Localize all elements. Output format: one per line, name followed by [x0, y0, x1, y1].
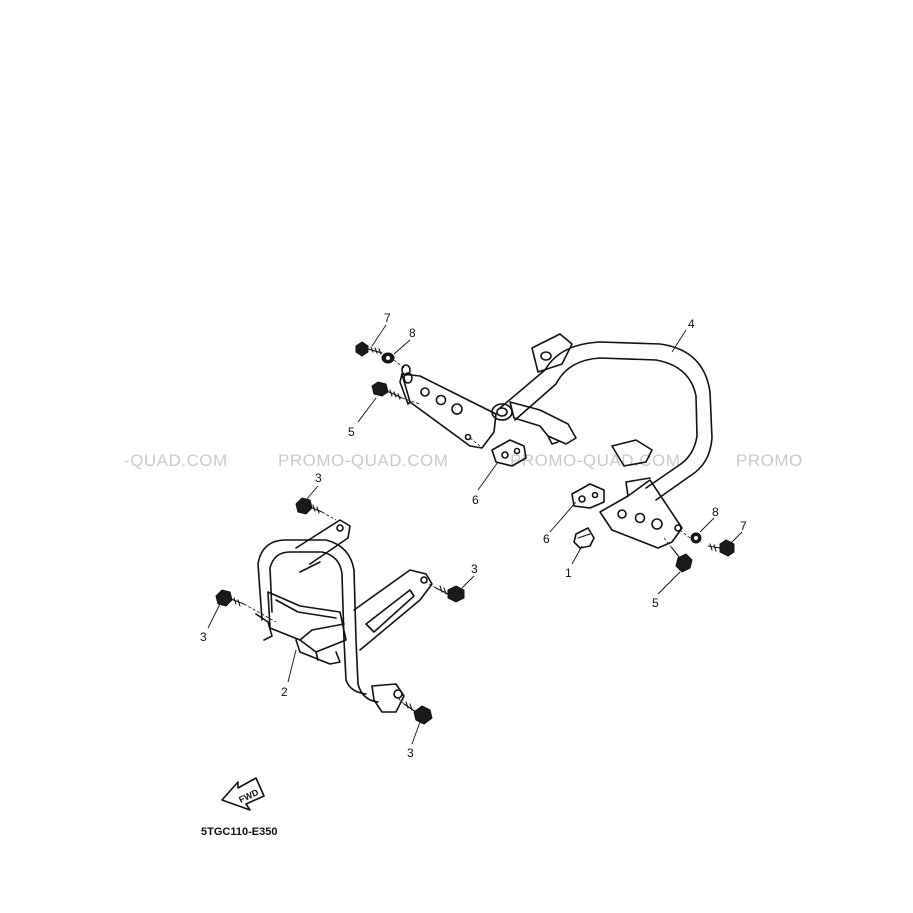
- callout-8-upper: 8: [409, 326, 416, 340]
- bolt-3-bottom: [403, 701, 433, 725]
- callout-3-right: 3: [471, 562, 478, 576]
- watermark-text-4: PROMO: [736, 451, 803, 470]
- washer-8-upper: [381, 352, 395, 364]
- callout-4: 4: [688, 317, 695, 331]
- small-bracket-right: [571, 483, 605, 509]
- bolt-5-right: [671, 547, 693, 573]
- clip-nut: [573, 527, 595, 549]
- bolt-3-left: [215, 589, 245, 607]
- bolt-7-upper: [355, 341, 383, 357]
- callout-5-upper: 5: [348, 425, 355, 439]
- bolts: [215, 341, 735, 725]
- callout-1: 1: [565, 566, 572, 580]
- bolt-5-upper: [371, 381, 403, 400]
- callout-3-left: 3: [200, 630, 207, 644]
- rear-guard-tube: [491, 333, 713, 501]
- callout-7-upper: 7: [384, 311, 391, 325]
- watermark-text-3: PROMO-QUAD.COM: [510, 451, 680, 470]
- callout-labels: 7 8 5 4 6 3 3 3 2 3 6 1 5 8 7: [200, 311, 747, 760]
- bolt-3-right: [435, 585, 465, 603]
- small-bracket-left: [491, 439, 527, 467]
- callout-7-right: 7: [740, 519, 747, 533]
- watermark: -QUAD.COM PROMO-QUAD.COM PROMO-QUAD.COM …: [124, 451, 803, 470]
- diagram-code: 5TGC110-E350: [201, 826, 277, 838]
- leader-lines: [207, 324, 743, 745]
- callout-8-right: 8: [712, 505, 719, 519]
- left-mounting-plate: [399, 372, 497, 449]
- callout-3-top: 3: [315, 471, 322, 485]
- callout-5-right: 5: [652, 596, 659, 610]
- callout-2: 2: [281, 685, 288, 699]
- callout-6-left: 6: [472, 493, 479, 507]
- watermark-text-2: PROMO-QUAD.COM: [278, 451, 448, 470]
- watermark-text-1: -QUAD.COM: [124, 451, 228, 470]
- collar-upper: [401, 364, 411, 376]
- bolt-7-right: [707, 539, 735, 557]
- front-guard: [255, 519, 433, 713]
- right-mounting-plate: [599, 477, 683, 549]
- callout-3-bottom: 3: [407, 746, 414, 760]
- washer-8-right: [690, 532, 702, 544]
- callout-6-right: 6: [543, 532, 550, 546]
- forward-arrow: FWD: [221, 777, 265, 811]
- bolt-3-top: [295, 497, 323, 515]
